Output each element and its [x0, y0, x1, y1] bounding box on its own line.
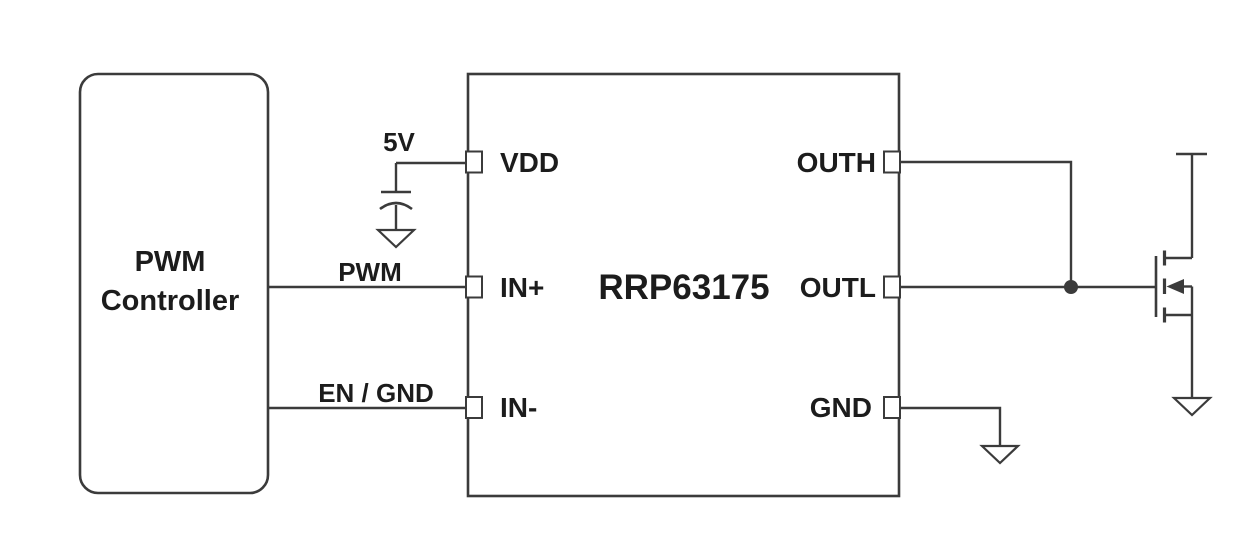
pwm-controller-label-line1: PWM [135, 246, 206, 278]
ground-symbol-ic-gnd [979, 444, 1021, 465]
pin-vdd [465, 150, 483, 174]
pin-label-in-minus: IN- [500, 392, 537, 423]
wires [268, 160, 1156, 446]
pin-outl [883, 275, 901, 299]
net-label-en-gnd: EN / GND [318, 378, 434, 408]
mosfet-symbol [1154, 152, 1213, 417]
pin-label-vdd: VDD [500, 147, 559, 178]
ic-part-number: RRP63175 [598, 268, 769, 307]
capacitor-symbol [375, 190, 417, 249]
pin-in-plus [465, 275, 483, 299]
pin-label-outh: OUTH [797, 147, 876, 178]
ic-block: RRP63175 VDD IN+ IN- OUTH OUTL GND [465, 72, 901, 498]
pin-label-in-plus: IN+ [500, 272, 544, 303]
net-label-pwm: PWM [338, 257, 402, 287]
pin-in-minus [465, 396, 483, 419]
pwm-controller-block: PWM Controller [78, 72, 270, 495]
ic-outline [466, 72, 901, 498]
pin-label-outl: OUTL [800, 272, 876, 303]
net-labels: 5V PWM EN / GND [318, 127, 434, 408]
net-label-5v: 5V [383, 127, 415, 157]
pwm-controller-outline [78, 72, 270, 495]
pin-gnd [883, 396, 901, 419]
wire-gnd [899, 406, 1002, 446]
wire-outh [899, 160, 1073, 287]
capacitor-plate-curved [379, 201, 413, 211]
pin-label-gnd: GND [810, 392, 872, 423]
pwm-controller-label-line2: Controller [101, 285, 240, 317]
ground-symbol-mosfet [1171, 396, 1213, 417]
mosfet-body-arrow [1166, 279, 1184, 294]
junction-dot [1064, 280, 1078, 294]
pin-outh [883, 150, 901, 174]
ground-symbol-capacitor [375, 228, 417, 249]
